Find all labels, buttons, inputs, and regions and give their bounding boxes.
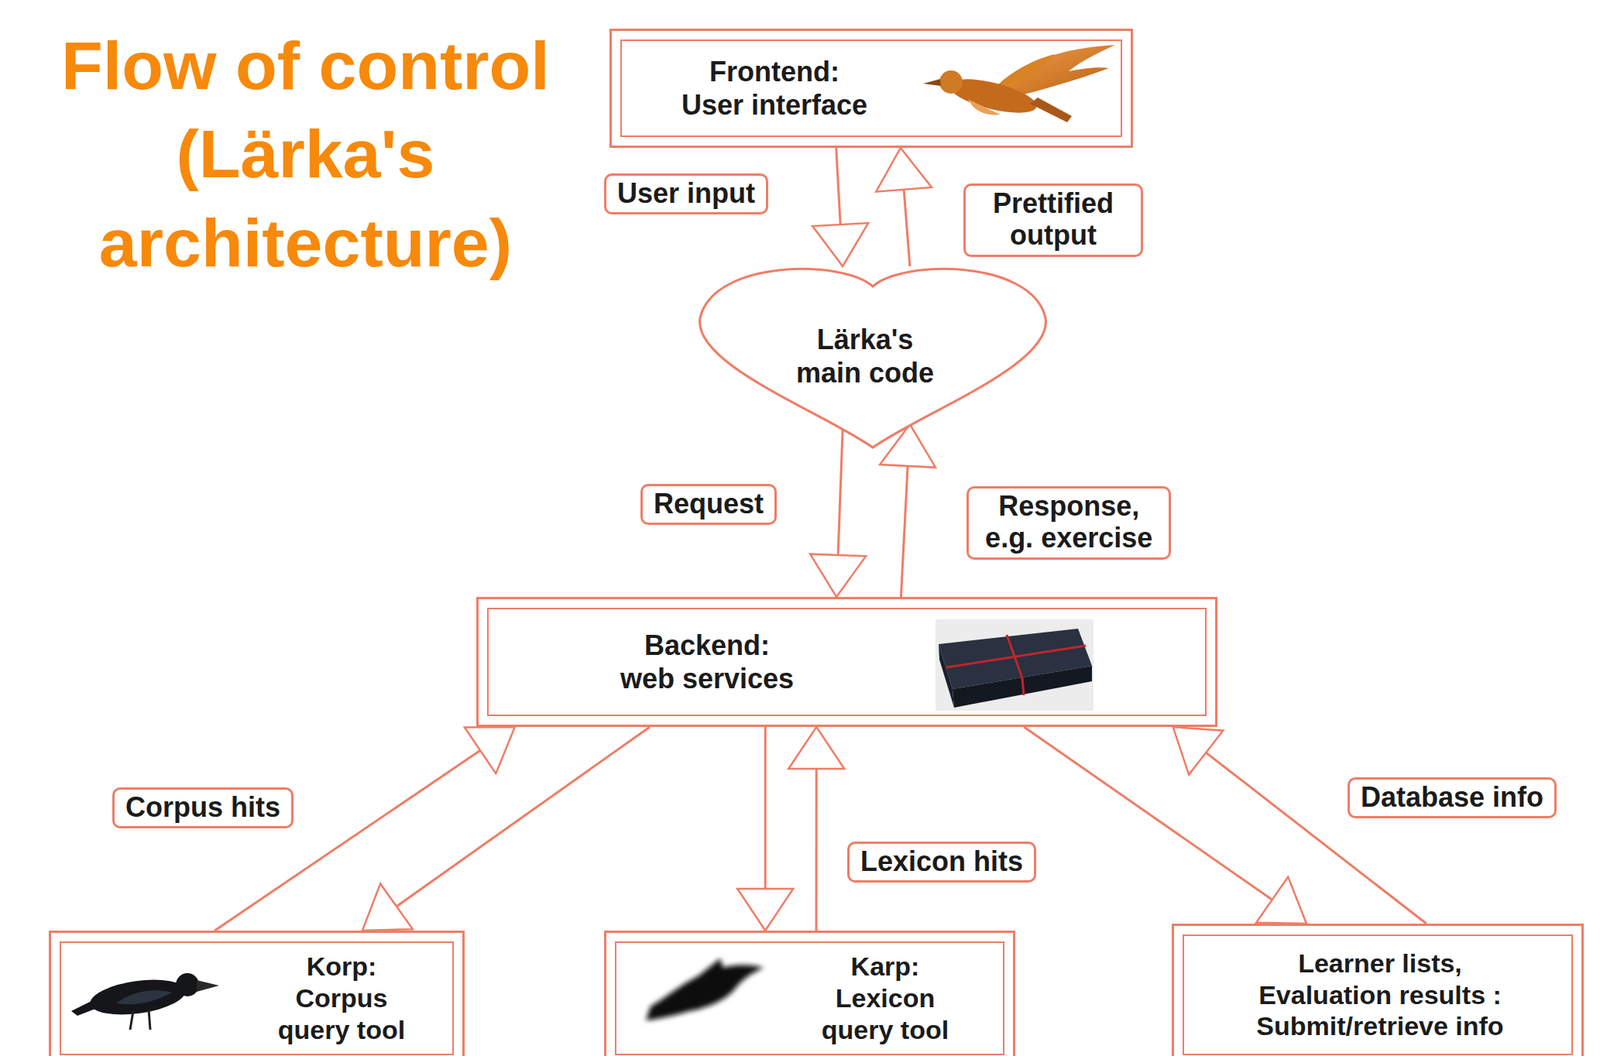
edge-label: Lexicon hits	[847, 841, 1037, 883]
node-text: Corpus query tool	[269, 982, 415, 1047]
node-label: Karp:	[813, 951, 958, 983]
heart-outline	[697, 263, 1048, 450]
edge-label: User input	[604, 173, 769, 215]
lark-head	[939, 70, 963, 94]
diagram-title: Flow of control (Lärka's architecture)	[46, 21, 565, 288]
bird-wing	[696, 958, 725, 978]
connector	[362, 727, 650, 931]
heart-path	[700, 268, 1047, 448]
connector	[836, 429, 843, 598]
edge-label: Response, e.g. exercise	[966, 486, 1171, 560]
book-picture	[935, 619, 1094, 711]
crow-picture	[71, 973, 220, 1031]
crow-legs	[130, 1009, 151, 1031]
book-side	[938, 644, 955, 708]
crow-tail	[71, 999, 106, 1017]
edge-label: Corpus hits	[112, 787, 294, 829]
blurred-bird-picture	[645, 958, 764, 1021]
book-ground	[935, 619, 1094, 711]
crow-body	[88, 975, 189, 1021]
lark-tail	[1030, 97, 1072, 123]
crow-wing	[116, 990, 172, 1005]
edge-label: Database info	[1347, 777, 1557, 819]
connector	[814, 727, 818, 931]
connector	[836, 147, 843, 267]
connector	[764, 727, 767, 931]
node-label: Frontend:	[709, 54, 840, 89]
text-column: Backend:web services	[571, 628, 843, 696]
connector	[214, 727, 516, 931]
node-text: Lexicon query tool	[813, 982, 958, 1047]
node-label: Backend:	[644, 628, 770, 663]
edge-label: Request	[640, 484, 777, 526]
database-box: Learner lists, Evaluation results : Subm…	[1171, 923, 1584, 1056]
node-label: Korp:	[269, 951, 415, 983]
node-label: Lärka's main code	[788, 322, 942, 390]
connector	[1173, 727, 1427, 924]
text-column: Karp:Lexicon query tool	[803, 951, 967, 1046]
node-text: User interface	[681, 88, 868, 122]
text-column: Lärka's main code	[697, 322, 1033, 390]
node-label: Learner lists, Evaluation results : Subm…	[1253, 947, 1507, 1043]
book-side	[952, 666, 1092, 708]
lark-beak	[923, 78, 941, 86]
connector	[900, 424, 910, 598]
lark-belly	[968, 99, 1001, 115]
tool-box: Korp:Corpus query tool	[48, 930, 465, 1056]
connector	[900, 147, 910, 267]
book-string	[1006, 635, 1023, 679]
text-column: Korp:Corpus query tool	[260, 951, 423, 1046]
crow-beak	[196, 980, 220, 993]
heart-shape: Lärka's main code	[697, 263, 1048, 450]
lark-picture	[923, 44, 1116, 123]
backend-box: Backend:web services	[476, 597, 1218, 728]
connector	[1023, 727, 1307, 924]
edge-label: Prettified output	[963, 183, 1144, 258]
frontend-box: Frontend:User interface	[609, 28, 1134, 148]
text-column: Learner lists, Evaluation results : Subm…	[1220, 947, 1540, 1043]
book-string	[1022, 678, 1024, 696]
node-text: web services	[620, 662, 794, 696]
tool-box: Karp:Lexicon query tool	[604, 930, 1016, 1056]
crow-head	[175, 973, 200, 997]
text-column: Frontend:User interface	[642, 54, 907, 122]
